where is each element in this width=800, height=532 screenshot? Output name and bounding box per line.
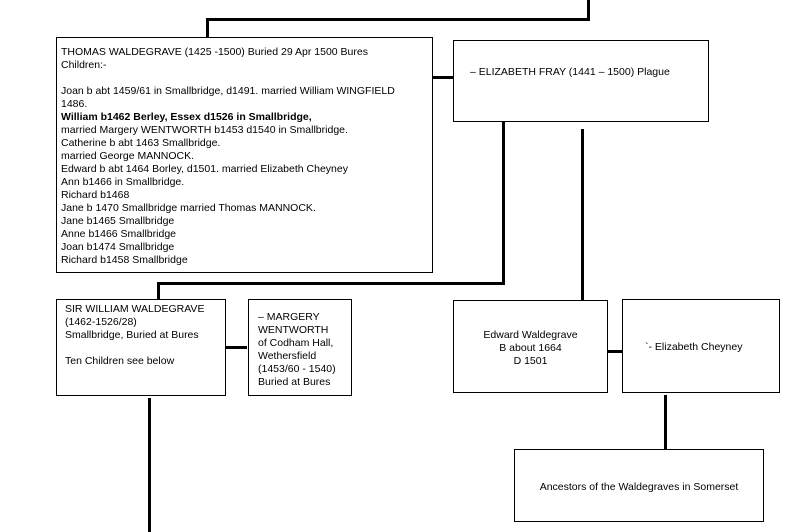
sir-william-box: SIR WILLIAM WALDEGRAVE(1462-1526/28)Smal… xyxy=(56,299,226,396)
ancestors-box: Ancestors of the Waldegraves in Somerset xyxy=(514,449,764,522)
connector-top-vertical-right xyxy=(587,0,590,20)
connector-marriage-thomas-elizabeth xyxy=(432,76,454,79)
connector-elizabeth-down-left xyxy=(502,121,505,284)
margery-line: of Codham Hall, xyxy=(258,337,334,349)
connector-marriage-william-margery xyxy=(225,346,247,349)
children-list: Joan b abt 1459/61 in Smallbridge, d1491… xyxy=(61,85,428,267)
edward-line: B about 1664 xyxy=(499,342,562,354)
sir-william-line xyxy=(65,342,225,355)
sir-william-lines: SIR WILLIAM WALDEGRAVE(1462-1526/28)Smal… xyxy=(65,303,225,368)
thomas-waldegrave-box: THOMAS WALDEGRAVE (1425 -1500) Buried 29… xyxy=(56,37,433,273)
margery-line: Wethersfield xyxy=(258,350,317,362)
connector-cheyney-to-ancestors xyxy=(664,395,667,450)
elizabeth-fray-text: – ELIZABETH FRAY (1441 – 1500) Plague xyxy=(470,66,670,78)
child-entry: Jane b1465 Smallbridge xyxy=(61,215,175,227)
child-entry: Jane b 1470 Smallbridge married Thomas M… xyxy=(61,202,316,214)
sir-william-line: Ten Children see below xyxy=(65,355,175,367)
ancestors-link[interactable]: Ancestors of the Waldegraves in Somerset xyxy=(539,481,739,493)
connector-top-vertical-left xyxy=(206,18,209,38)
child-entry: Ann b1466 in Smallbridge. xyxy=(61,176,185,188)
child-entry: Anne b1466 Smallbridge xyxy=(61,228,176,240)
connector-marriage-edward-cheyney xyxy=(607,350,623,353)
margery-line: – MARGERY xyxy=(258,311,320,323)
connector-elizabeth-horizontal xyxy=(157,282,505,285)
elizabeth-cheyney-text: `- Elizabeth Cheyney xyxy=(645,341,743,353)
margery-line: (1453/60 - 1540) xyxy=(258,363,336,375)
sir-william-line: (1462-1526/28) xyxy=(65,316,137,328)
child-entry: Edward b abt 1464 Borley, d1501. married… xyxy=(61,163,348,175)
child-entry: married George MANNOCK. xyxy=(61,150,195,162)
edward-line: D 1501 xyxy=(513,355,548,367)
sir-william-line: SIR WILLIAM WALDEGRAVE xyxy=(65,303,205,315)
elizabeth-fray-box: – ELIZABETH FRAY (1441 – 1500) Plague xyxy=(453,40,709,122)
edward-line: Edward Waldegrave xyxy=(483,329,578,341)
connector-elizabeth-to-edward xyxy=(581,129,584,301)
child-entry: William b1462 Berley, Essex d1526 in Sma… xyxy=(61,111,312,123)
connector-to-sir-william xyxy=(157,282,160,300)
margery-line: Buried at Bures xyxy=(258,376,331,388)
child-entry: 1486. xyxy=(61,98,88,110)
margery-line: WENTWORTH xyxy=(258,324,329,336)
connector-top-horizontal xyxy=(206,18,590,21)
child-entry: Catherine b abt 1463 Smallbridge. xyxy=(61,137,221,149)
sir-william-line: Smallbridge, Buried at Bures xyxy=(65,329,199,341)
child-entry: Richard b1458 Smallbridge xyxy=(61,254,188,266)
thomas-header: THOMAS WALDEGRAVE (1425 -1500) Buried 29… xyxy=(61,46,368,58)
child-entry: Joan b1474 Smallbridge xyxy=(61,241,175,253)
child-entry: Joan b abt 1459/61 in Smallbridge, d1491… xyxy=(61,85,395,97)
child-entry: Richard b1468 xyxy=(61,189,130,201)
connector-sir-william-down xyxy=(148,398,151,532)
elizabeth-cheyney-box: `- Elizabeth Cheyney xyxy=(622,299,780,393)
children-label: Children:- xyxy=(61,59,107,71)
child-entry: married Margery WENTWORTH b1453 d1540 in… xyxy=(61,124,348,136)
